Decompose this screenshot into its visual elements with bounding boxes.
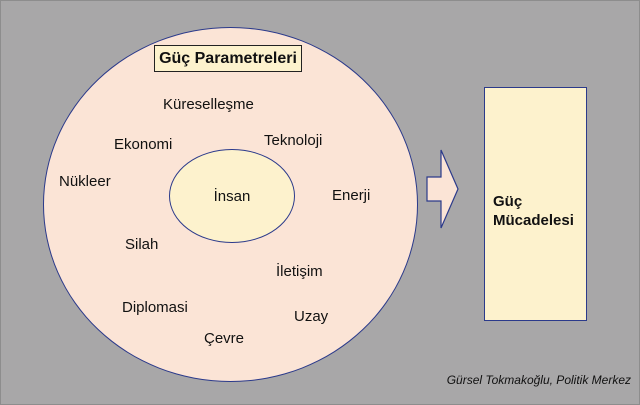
- term-nukleer: Nükleer: [59, 173, 111, 190]
- source-credit: Gürsel Tokmakoğlu, Politik Merkez: [446, 373, 631, 387]
- diagram-title: Güç Parametreleri: [154, 45, 302, 72]
- term-silah: Silah: [125, 236, 159, 253]
- human-core-circle: [169, 149, 295, 243]
- term-teknoloji: Teknoloji: [264, 132, 323, 149]
- term-diplomasi: Diplomasi: [122, 299, 188, 316]
- term-cevre: Çevre: [204, 330, 245, 347]
- term-iletisim: İletişim: [276, 263, 323, 280]
- term-uzay: Uzay: [294, 308, 329, 325]
- term-enerji: Enerji: [332, 187, 371, 204]
- term-ekonomi: Ekonomi: [114, 136, 173, 153]
- right-arrow-icon: [426, 149, 459, 229]
- result-label-line2: Mücadelesi: [493, 212, 574, 229]
- term-kuresellesme: Küreselleşme: [163, 96, 254, 113]
- center-term-insan: İnsan: [213, 187, 251, 205]
- result-label: Güç Mücadelesi: [493, 192, 574, 230]
- result-label-line1: Güç: [493, 193, 523, 210]
- result-box: [484, 87, 587, 321]
